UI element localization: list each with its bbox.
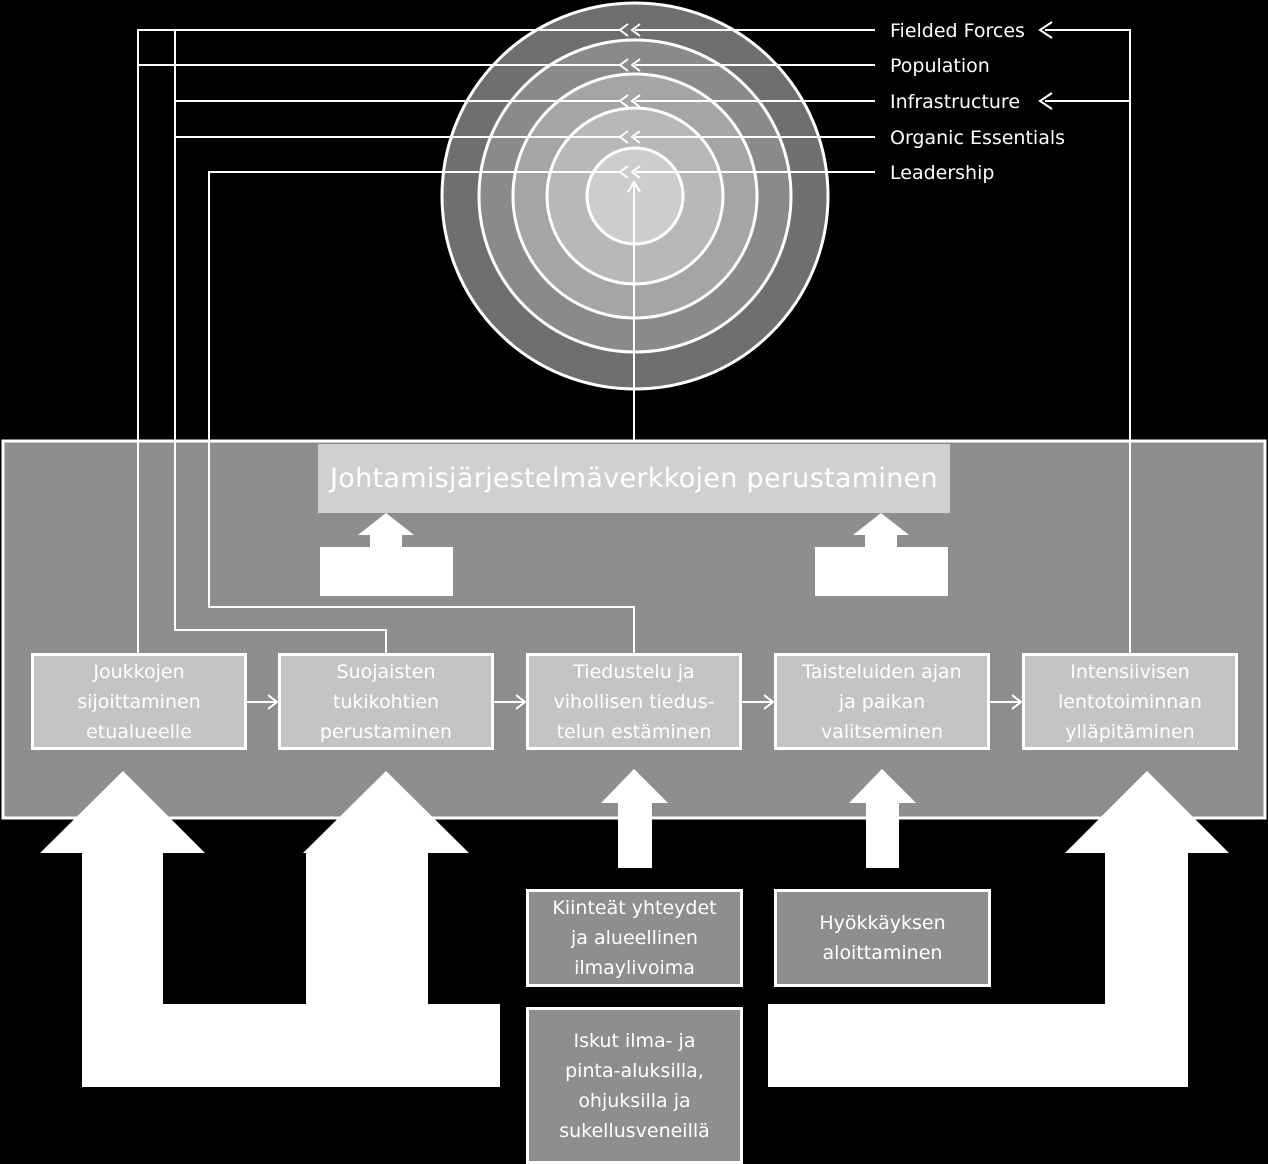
c2-network-title: Johtamisjärjestelmäverkkojen perustamine…: [318, 444, 950, 513]
big-arrows: [40, 769, 1229, 1087]
header-input-block-right: [815, 547, 948, 596]
up-arrow-left: [358, 513, 414, 548]
header-input-arrows: [320, 513, 948, 596]
phase-reconnaissance: Tiedustelu ja vihollisen tiedus- telun e…: [526, 653, 742, 750]
label-infrastructure: Infrastructure: [890, 91, 1020, 113]
phase-time-and-place: Taisteluiden ajan ja paikan valitseminen: [774, 653, 990, 750]
label-population: Population: [890, 55, 990, 77]
up-arrow-center-right: [849, 769, 916, 868]
connector-lines: [137, 29, 1131, 703]
ring-labels: Fielded Forces Population Infrastructure…: [890, 20, 1065, 184]
phase-air-operations: Intensiivisen lentotoiminnan ylläpitämin…: [1022, 653, 1238, 750]
label-leadership: Leadership: [890, 162, 994, 184]
phase-deployment: Joukkojen sijoittaminen etualueelle: [31, 653, 247, 750]
big-u-arrow-left: [40, 771, 500, 1087]
label-organic-essentials: Organic Essentials: [890, 127, 1065, 149]
up-arrow-right: [853, 513, 909, 548]
label-fielded-forces: Fielded Forces: [890, 20, 1025, 42]
phase-sheltered-bases: Suojaisten tukikohtien perustaminen: [278, 653, 494, 750]
input-fixed-connections: Kiinteät yhteydet ja alueellinen ilmayli…: [526, 889, 743, 987]
input-strikes: Iskut ilma- ja pinta-aluksilla, ohjuksil…: [526, 1007, 743, 1164]
up-arrow-center: [601, 769, 668, 868]
arrowheads: [267, 21, 1053, 710]
input-offensive-start: Hyökkäyksen aloittaminen: [774, 889, 991, 987]
big-l-arrow-right: [768, 771, 1229, 1087]
header-input-block-left: [320, 547, 453, 596]
